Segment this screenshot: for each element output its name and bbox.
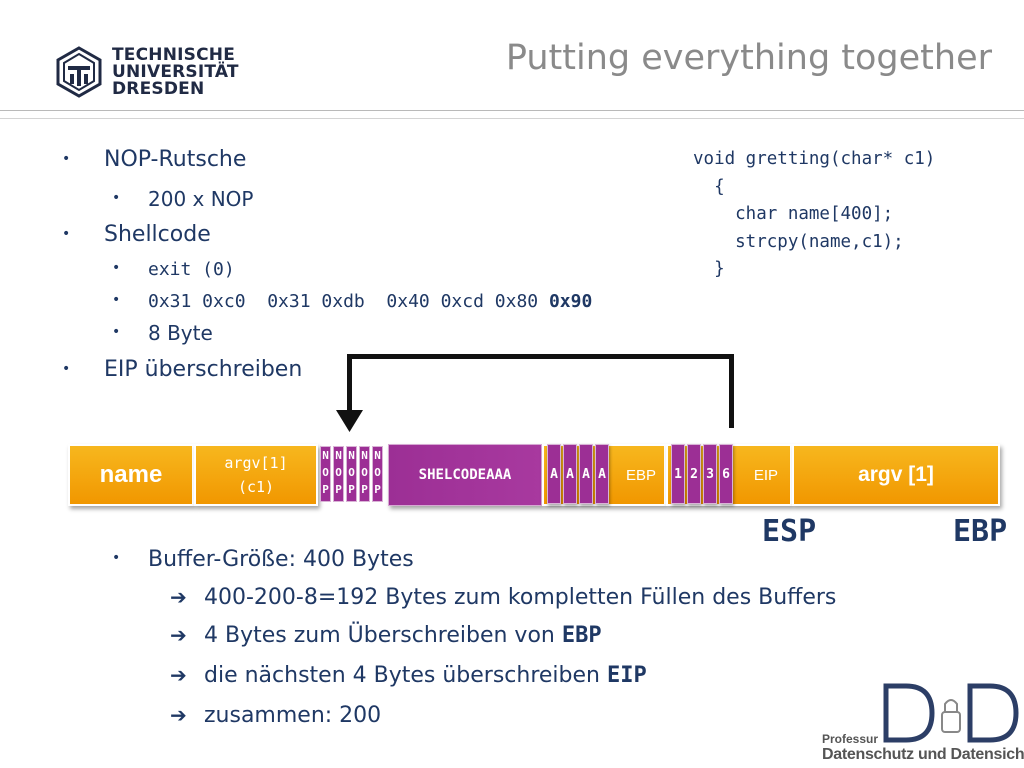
bullet-dot: •	[62, 226, 71, 242]
bullet-dot: •	[62, 361, 71, 377]
bullet-text: Buffer-Größe: 400 Bytes	[148, 547, 414, 572]
fill-byte: A	[547, 444, 561, 504]
esp-label: ESP	[762, 514, 817, 549]
nop-letter: P	[374, 483, 381, 496]
eip-byte: 2	[687, 444, 701, 504]
nop-letter: N	[335, 449, 342, 462]
bullet-text: Shellcode	[104, 222, 211, 247]
fill-byte: A	[579, 444, 593, 504]
bullet-dot: •	[112, 550, 121, 566]
bullet-dot: •	[112, 260, 121, 276]
footer-professur: Professur	[822, 732, 879, 746]
bullet-text: 8 Byte	[148, 321, 213, 345]
summary-text: zusammen: 200	[204, 703, 382, 728]
summary-text: die nächsten 4 Bytes überschreiben	[204, 663, 607, 688]
bracket-left	[347, 354, 352, 414]
bullet-text: EIP überschreiben	[104, 357, 303, 382]
bracket-right	[729, 354, 734, 428]
nop-letter: O	[322, 466, 329, 479]
nop-letter: O	[361, 466, 368, 479]
code-snippet: void gretting(char* c1) { char name[400]…	[693, 149, 936, 279]
nop-letter: P	[322, 483, 329, 496]
bullet-dot: •	[112, 324, 121, 340]
summary-text: 4 Bytes zum Überschreiben von	[204, 623, 562, 648]
segment-argv-right-label: argv [1]	[858, 463, 934, 486]
slide-title: Putting everything together	[505, 38, 992, 78]
bullet-text: 0x31 0xc0 0x31 0xdb 0x40 0xcd 0x80 0x90	[148, 291, 592, 312]
segment-shellcode-label: SHELCODEAAA	[418, 467, 512, 483]
summary-code: EIP	[606, 663, 647, 688]
eip-byte: 1	[671, 444, 685, 504]
bullet-dot: •	[62, 151, 71, 167]
dud-logo	[883, 683, 1019, 743]
header-divider-secondary	[0, 118, 1024, 119]
university-name-line-1: TECHNISCHE	[112, 45, 236, 65]
bracket-top	[347, 354, 734, 359]
tu-dresden-logo	[56, 46, 102, 98]
arrow-down-icon	[336, 410, 363, 432]
nop-letter: O	[348, 466, 355, 479]
nop-letter: O	[374, 466, 381, 479]
segment-argv-top: argv[1]	[224, 454, 288, 472]
segment-name: name	[68, 444, 194, 506]
summary-text: 400-200-8=192 Bytes zum kompletten Fülle…	[204, 585, 837, 610]
segment-eip-label: EIP	[753, 466, 778, 484]
segment-name-label: name	[99, 461, 163, 488]
nop-letter: P	[335, 483, 342, 496]
university-name-line-3: DRESDEN	[112, 79, 205, 99]
arrow-right-icon: ➔	[170, 663, 187, 687]
eip-byte: 6	[719, 444, 733, 504]
nop-letter: O	[335, 466, 342, 479]
arrow-right-icon: ➔	[170, 585, 187, 609]
nop-letter: N	[361, 449, 368, 462]
bullet-dot: •	[112, 292, 121, 308]
nop-letter: P	[361, 483, 368, 496]
bullet-text: NOP-Rutsche	[104, 147, 247, 172]
segment-ebp-label: EBP	[625, 466, 656, 484]
nop-letter: N	[374, 449, 381, 462]
segment-argv: argv[1] (c1)	[194, 444, 318, 506]
arrow-right-icon: ➔	[170, 703, 187, 727]
nop-letter: N	[322, 449, 329, 462]
footer-department: Datenschutz und Datensicherheit	[822, 746, 1024, 763]
eip-byte: 3	[703, 444, 717, 504]
segment-argv-right: argv [1]	[792, 444, 1000, 506]
shellcode-byte-bold: 0x90	[548, 291, 593, 312]
bullet-dot: •	[112, 190, 121, 206]
segment-argv-bottom: (c1)	[237, 478, 275, 496]
ebp-label: EBP	[953, 514, 1008, 549]
university-name-line-2: UNIVERSITÄT	[112, 62, 239, 82]
nop-letter: N	[348, 449, 355, 462]
segment-shellcode: SHELCODEAAA	[388, 444, 542, 506]
arrow-right-icon: ➔	[170, 623, 187, 647]
bullet-text: 200 x NOP	[148, 187, 254, 211]
nop-letter: P	[348, 483, 355, 496]
header-divider	[0, 110, 1024, 111]
bullet-text: exit (0)	[148, 259, 235, 280]
fill-byte: A	[563, 444, 577, 504]
shellcode-bytes: 0x31 0xc0 0x31 0xdb 0x40 0xcd 0x80	[148, 291, 549, 312]
summary-code: EBP	[561, 623, 602, 648]
fill-byte: A	[595, 444, 609, 504]
